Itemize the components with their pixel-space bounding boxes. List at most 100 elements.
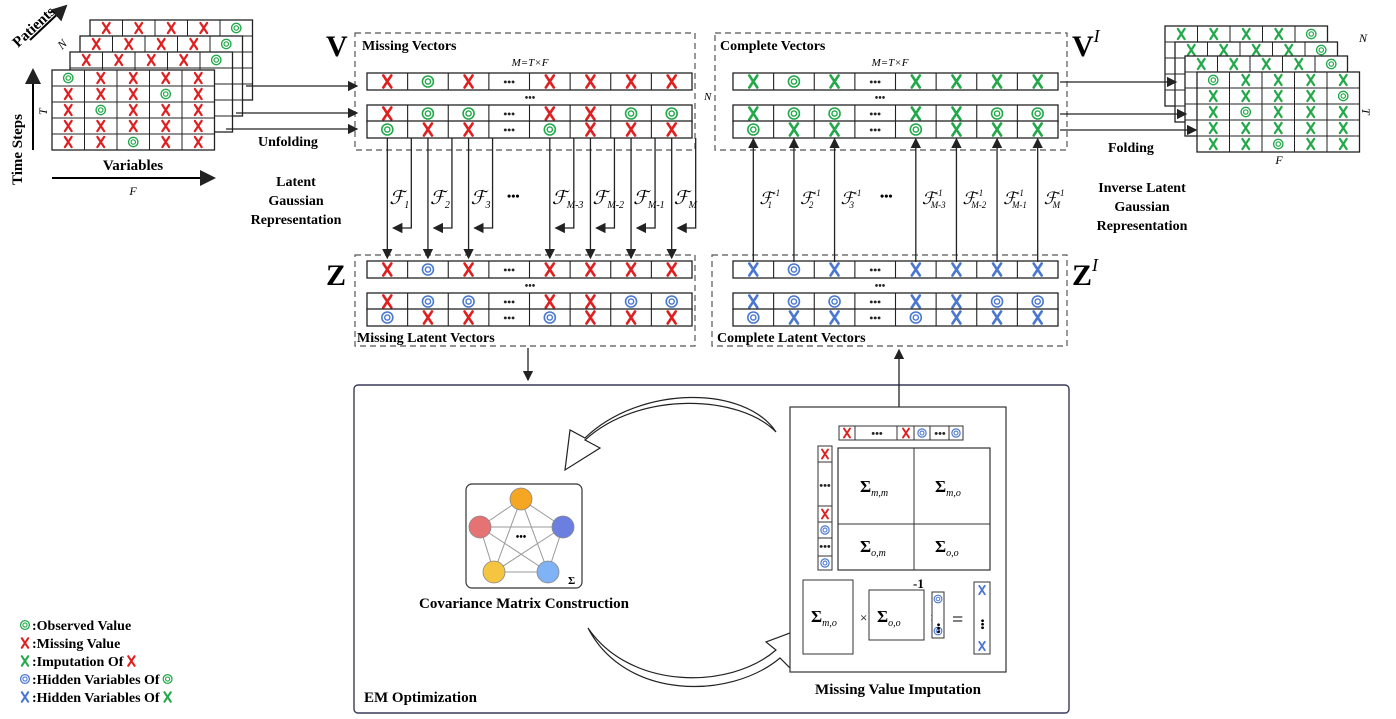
- legend-item: :Hidden Variables Of: [19, 673, 173, 688]
- complete-latent-panel: [711, 254, 1068, 347]
- missing-icon: [382, 74, 393, 89]
- imputed-icon: [1229, 57, 1239, 71]
- imputed-icon: [1294, 57, 1304, 71]
- hidden-observed-icon: [828, 295, 841, 308]
- missing-icon: [128, 119, 138, 133]
- latent-label-line: Representation: [251, 213, 342, 228]
- z-letter: Z: [326, 259, 346, 292]
- complete-vectors-panel: [714, 32, 1068, 151]
- hidden-observed-icon: [933, 626, 943, 636]
- observed-icon: [990, 107, 1004, 120]
- hidden-imputed-icon: [748, 262, 759, 277]
- hidden-imputed-icon: [1032, 310, 1043, 325]
- observed-icon: [787, 107, 801, 120]
- ellipsis-icon: •••: [503, 297, 515, 309]
- observed-icon: [462, 107, 475, 120]
- imputed-icon: [829, 122, 840, 137]
- em-title: EM Optimization: [364, 690, 478, 706]
- z-row-3: •••: [366, 308, 693, 327]
- hidden-imputed-icon: [788, 310, 800, 325]
- missing-icon: [585, 262, 596, 277]
- graph-node: [468, 515, 492, 539]
- missing-icon: [161, 71, 171, 85]
- hidden-imputed-icon: [1032, 262, 1043, 277]
- output-t-label: T: [1359, 108, 1373, 116]
- hidden-observed-icon: [990, 295, 1004, 308]
- missing-latent-title: Missing Latent Vectors: [357, 331, 495, 346]
- observed-icon: [1315, 44, 1327, 56]
- output-tensor: [1164, 25, 1361, 153]
- eq-result-vector: [973, 581, 991, 655]
- ellipsis-icon: •••: [869, 313, 881, 325]
- hidden-observed-icon: [624, 295, 638, 308]
- output-f-label: F: [1274, 153, 1283, 167]
- time-t-label: T: [36, 107, 50, 115]
- vi-row-2: •••: [732, 104, 1059, 123]
- missing-icon: [585, 294, 596, 309]
- observed-icon: [909, 123, 923, 136]
- imputed-icon: [1241, 121, 1251, 135]
- eq-observed-vector: [931, 591, 945, 639]
- missing-icon: [666, 310, 677, 325]
- inverse-latent-label-line: Representation: [1097, 219, 1188, 234]
- missing-icon: [544, 294, 556, 309]
- svg-text:•••: •••: [869, 313, 881, 325]
- f-label: ℱM-3: [552, 188, 584, 211]
- imputed-icon: [991, 74, 1003, 89]
- ellipsis-label: •••: [525, 93, 536, 104]
- imputed-icon: [1273, 73, 1283, 87]
- missing-icon: [625, 122, 637, 137]
- missing-icon: [101, 21, 111, 35]
- inverse-latent-label-line: Inverse Latent: [1098, 181, 1186, 196]
- missing-icon: [625, 262, 637, 277]
- svg-text:•••: •••: [503, 109, 515, 121]
- hidden-observed-icon: [462, 295, 475, 308]
- missing-icon: [179, 53, 189, 67]
- forward-branch-arrow: [392, 138, 412, 234]
- missing-icon: [193, 135, 203, 149]
- imputed-icon: [1273, 89, 1283, 103]
- em-loop-arrow-bottom: [587, 627, 799, 688]
- hidden-imputed-icon: [829, 262, 840, 277]
- missing-icon: [114, 53, 124, 67]
- missing-icon: [166, 21, 176, 35]
- hidden-observed-icon: [787, 295, 801, 308]
- imputed-icon: [1209, 27, 1219, 41]
- missing-icon: [128, 87, 138, 101]
- observed-icon: [1305, 28, 1317, 40]
- ellipsis-icon: •••: [819, 480, 831, 492]
- svg-text:•••: •••: [503, 77, 515, 89]
- graph-edge: [493, 498, 522, 573]
- imputed-icon: [1273, 121, 1283, 135]
- missing-icon: [666, 74, 677, 89]
- f-ellipsis: •••: [507, 189, 520, 203]
- imputed-icon: [910, 106, 922, 121]
- missing-icon: [382, 262, 393, 277]
- missing-icon: [146, 53, 156, 67]
- missing-icon: [382, 106, 393, 121]
- imputed-icon: [1261, 57, 1271, 71]
- ellipsis-icon: •••: [869, 125, 881, 137]
- imputed-icon: [1306, 73, 1316, 87]
- imputed-icon: [1338, 137, 1348, 151]
- svg-text:•••: •••: [869, 125, 881, 137]
- graph-edge: [479, 526, 549, 573]
- observed-icon: [210, 54, 222, 66]
- missing-icon: [63, 103, 73, 117]
- zi-row-1: •••: [732, 260, 1059, 279]
- svg-text:•••: •••: [819, 541, 831, 553]
- observed-icon: [1031, 107, 1044, 120]
- side-vector: [817, 445, 833, 571]
- ellipsis-icon: •••: [869, 297, 881, 309]
- hidden-imputed-icon: [978, 640, 986, 652]
- missing-icon: [20, 637, 30, 649]
- missing-icon: [843, 427, 851, 439]
- missing-vectors-panel: [354, 32, 696, 151]
- f-label: ℱM: [674, 188, 698, 211]
- complete-latent-title: Complete Latent Vectors: [717, 331, 866, 346]
- svg-text:•••: •••: [934, 428, 946, 440]
